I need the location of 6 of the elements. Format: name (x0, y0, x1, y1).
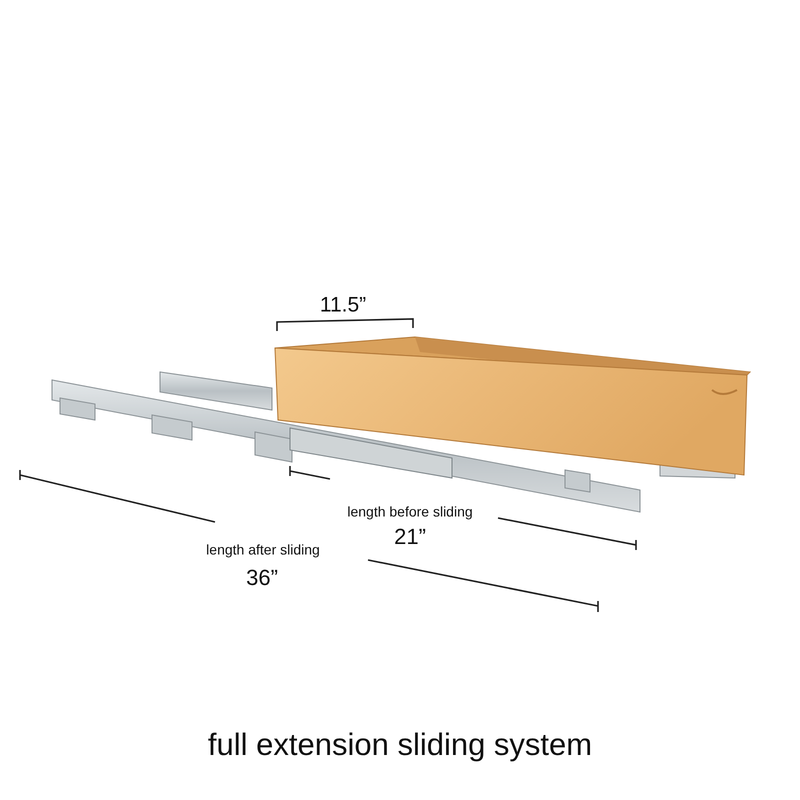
dimension-caption: length after sliding (206, 542, 320, 558)
caption: full extension sliding system (208, 728, 592, 762)
dimension-label: 11.5” (320, 293, 366, 317)
dimension-label: 21” (394, 524, 426, 550)
dimension-label: 36” (246, 566, 278, 590)
dimension-caption: length before sliding (347, 504, 473, 520)
